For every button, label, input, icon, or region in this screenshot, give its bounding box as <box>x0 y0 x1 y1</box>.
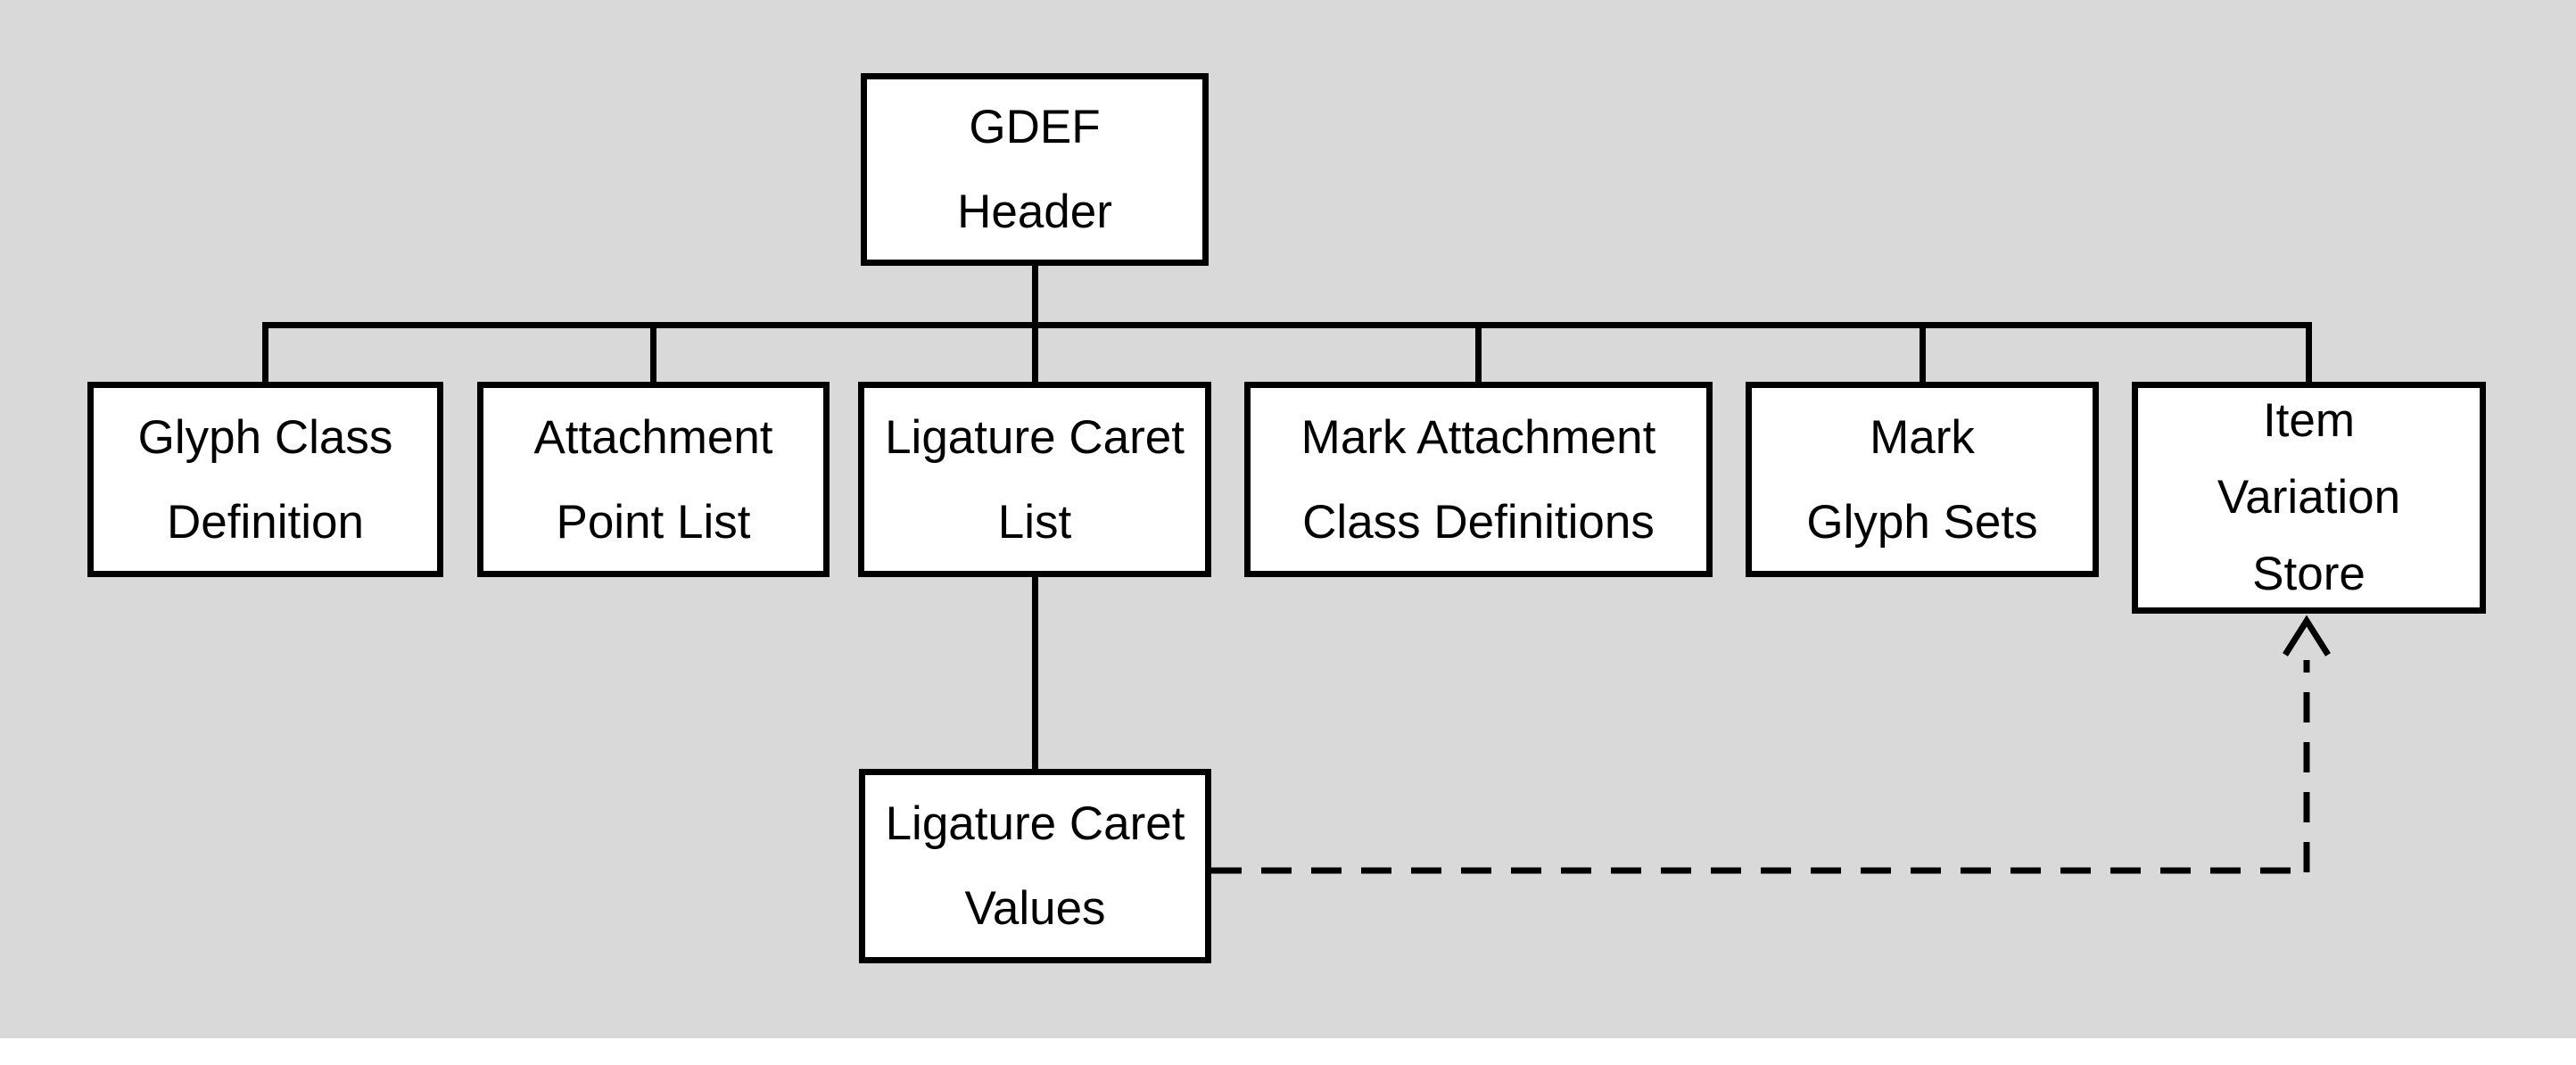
item-variation-store-label: Variation <box>2217 471 2401 524</box>
ligature-caret-values-box: Ligature Caret Values <box>859 769 1211 963</box>
attachment-point-list-label: Point List <box>556 495 751 549</box>
item-variation-store-box: Item Variation Store <box>2132 382 2486 614</box>
connector-ligature-list-to-values <box>1032 575 1038 771</box>
attachment-point-list-box: Attachment Point List <box>477 382 830 577</box>
glyph-class-definition-box: Glyph Class Definition <box>87 382 443 577</box>
connector-drop-mark-attachment <box>1475 322 1482 384</box>
glyph-class-definition-label: Glyph Class <box>137 410 393 464</box>
connector-drop-attachment-point <box>650 322 656 384</box>
ligature-caret-list-box: Ligature Caret List <box>858 382 1211 577</box>
ligature-caret-values-label: Ligature Caret <box>885 797 1185 850</box>
connector-drop-item-variation <box>2306 322 2312 384</box>
mark-attachment-class-definitions-label: Mark Attachment <box>1300 410 1656 464</box>
attachment-point-list-label: Attachment <box>533 410 773 464</box>
gdef-header-box: GDEF Header <box>861 73 1209 266</box>
gdef-header-label: Header <box>957 186 1112 238</box>
mark-glyph-sets-box: Mark Glyph Sets <box>1746 382 2099 577</box>
mark-glyph-sets-label: Mark <box>1870 410 1975 464</box>
ligature-caret-values-label: Values <box>964 882 1106 935</box>
mark-attachment-class-definitions-box: Mark Attachment Class Definitions <box>1244 382 1713 577</box>
connector-trunk-horizontal <box>262 322 2312 328</box>
connector-drop-glyph-class <box>262 322 268 384</box>
connector-drop-mark-glyph-sets <box>1920 322 1926 384</box>
gdef-header-label: GDEF <box>969 101 1101 153</box>
ligature-caret-list-label: Ligature Caret <box>885 410 1185 464</box>
mark-glyph-sets-label: Glyph Sets <box>1806 495 2038 549</box>
glyph-class-definition-label: Definition <box>167 495 364 549</box>
item-variation-store-label: Item <box>2262 394 2356 447</box>
item-variation-store-label: Store <box>2252 548 2365 600</box>
mark-attachment-class-definitions-label: Class Definitions <box>1302 495 1655 549</box>
ligature-caret-list-label: List <box>997 495 1072 549</box>
